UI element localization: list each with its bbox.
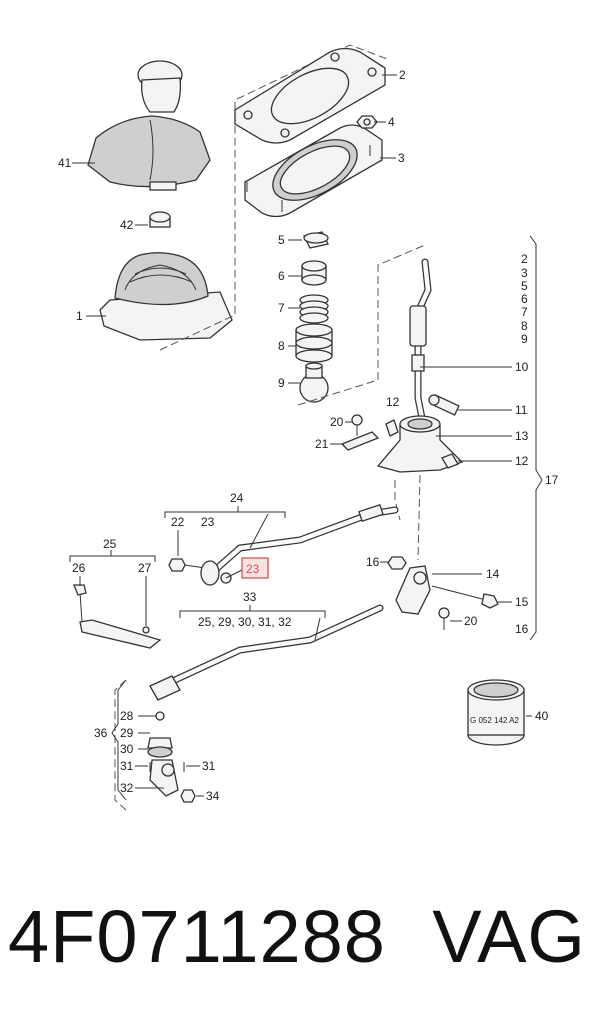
callout-17-item-6: 6 (521, 292, 528, 306)
callout-20b: 20 (464, 614, 478, 628)
callout-17-item-7: 7 (521, 305, 528, 319)
callout-16b: 16 (515, 622, 529, 636)
callout-36: 36 (94, 726, 108, 740)
callout-32: 32 (120, 781, 134, 795)
callout-12a: 12 (386, 395, 400, 409)
callout-5: 5 (278, 233, 285, 247)
callout-labels: 41 42 1 2 4 3 5 6 7 8 9 10 11 13 12 12 2… (58, 68, 559, 803)
callout-6: 6 (278, 269, 285, 283)
part-number: 4F0711288 (8, 895, 386, 978)
callout-9: 9 (278, 376, 285, 390)
highlight-box (241, 557, 269, 579)
gasket-plate (234, 47, 386, 144)
callout-23-highlighted: 23 (246, 562, 260, 576)
callout-25: 25 (103, 537, 117, 551)
hex-nut (387, 556, 407, 570)
callout-40: 40 (535, 709, 549, 723)
callout-23: 23 (201, 515, 215, 529)
nut (356, 115, 378, 129)
seal-frame (244, 124, 383, 218)
callout-15: 15 (515, 595, 529, 609)
spring (299, 294, 329, 324)
callout-2: 2 (399, 68, 406, 82)
screw (351, 414, 363, 436)
callout-13: 13 (515, 429, 529, 443)
callout-17-item-3: 3 (521, 266, 528, 280)
bolt (168, 558, 206, 572)
hex-bolt (431, 585, 499, 609)
callout-31b: 31 (202, 759, 216, 773)
callout-1: 1 (76, 309, 83, 323)
callout-11: 11 (515, 403, 528, 417)
callout-22: 22 (171, 515, 185, 529)
gear-knob-with-boot (87, 60, 211, 191)
callout-21: 21 (315, 437, 329, 451)
screw-lower (438, 607, 450, 630)
bush (301, 260, 327, 286)
callout-17-item-5: 5 (521, 279, 528, 293)
clip-ring (149, 211, 171, 228)
lower-linkage (147, 711, 196, 803)
assembly-frame-bottom (114, 679, 127, 811)
callout-12b: 12 (515, 454, 529, 468)
selector-link (73, 584, 162, 649)
footer: 4F0711288 VAG (0, 880, 600, 1000)
leader-lines (69, 74, 543, 801)
callout-33-contents: 25, 29, 30, 31, 32 (198, 615, 292, 629)
callout-10: 10 (515, 360, 529, 374)
callout-29: 29 (120, 726, 134, 740)
assembly-frame-lever (297, 244, 426, 406)
callout-24: 24 (230, 491, 244, 505)
cable-end-bush (200, 560, 232, 586)
selector-cable (211, 504, 399, 574)
bearing-shell (303, 231, 329, 249)
callout-7: 7 (278, 301, 285, 315)
assembly-frame-lower (394, 480, 401, 521)
callout-27: 27 (138, 561, 152, 575)
assembly-frame-upper (159, 44, 391, 351)
callout-14: 14 (486, 567, 500, 581)
callout-41: 41 (58, 156, 72, 170)
callout-16a: 16 (366, 555, 380, 569)
brand-name: VAG (432, 895, 586, 978)
callout-4: 4 (388, 115, 395, 129)
callout-31a: 31 (120, 759, 134, 773)
callout-30: 30 (120, 742, 134, 756)
shift-boot-base (99, 252, 233, 341)
callout-26: 26 (72, 561, 86, 575)
callout-20a: 20 (330, 415, 344, 429)
callout-3: 3 (398, 151, 405, 165)
ring-marking: G 052 142 A2 (470, 716, 519, 725)
callout-42: 42 (120, 218, 134, 232)
shift-lever-assembly (376, 258, 464, 473)
callout-34: 34 (206, 789, 220, 803)
shift-rod (149, 604, 384, 701)
sealing-ring: G 052 142 A2 (467, 679, 525, 746)
callout-28: 28 (120, 709, 134, 723)
callout-17-item-9: 9 (521, 332, 528, 346)
callout-17: 17 (545, 473, 559, 487)
callout-17-item-2: 2 (521, 252, 528, 266)
ball-socket (299, 362, 329, 403)
relay-lever-bracket (395, 565, 431, 615)
retaining-clip (340, 431, 380, 451)
callout-33: 33 (243, 590, 257, 604)
damping-bellows (295, 323, 333, 363)
callout-8: 8 (278, 339, 285, 353)
callout-17-item-8: 8 (521, 319, 528, 333)
exploded-parts-diagram: G 052 142 A2 (58, 44, 559, 811)
